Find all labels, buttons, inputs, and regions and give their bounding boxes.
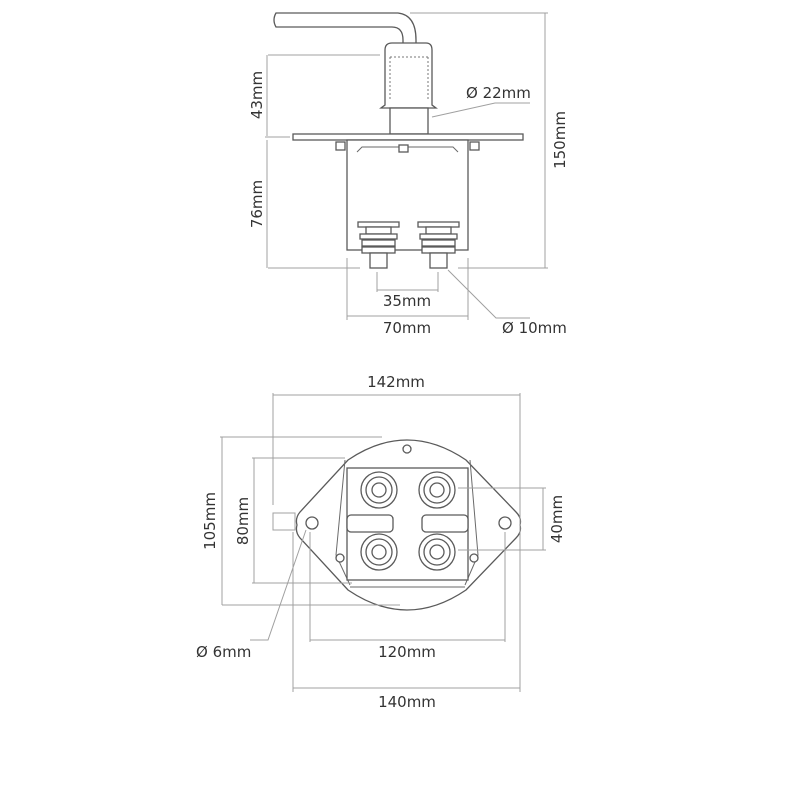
- leader-22: [431, 102, 530, 118]
- label-43mm: 43mm: [248, 71, 266, 119]
- label-140mm: 140mm: [378, 693, 436, 711]
- label-80mm: 80mm: [234, 497, 252, 545]
- terminal: [360, 471, 398, 509]
- screw: [335, 553, 345, 563]
- label-76mm: 76mm: [248, 180, 266, 228]
- shaft: [389, 107, 429, 135]
- slot: [346, 514, 394, 533]
- terminal: [418, 471, 456, 509]
- label-40mm: 40mm: [548, 495, 566, 543]
- handle: [273, 12, 417, 46]
- bolt: [469, 141, 480, 151]
- terminal: [418, 533, 456, 571]
- label-6mm: Ø 6mm: [196, 643, 251, 661]
- mounting-hole: [498, 516, 512, 530]
- label-120mm: 120mm: [378, 643, 436, 661]
- label-10mm: Ø 10mm: [502, 319, 567, 337]
- label-35mm: 35mm: [383, 292, 431, 310]
- mounting-plate: [292, 133, 524, 141]
- mounting-hole: [305, 516, 319, 530]
- bolt: [335, 141, 346, 151]
- top-view: 142mm 105mm 80mm 40mm 120mm 140mm Ø 6mm: [196, 373, 566, 711]
- label-105mm: 105mm: [201, 492, 219, 550]
- label-70mm: 70mm: [383, 319, 431, 337]
- terminal-left: [357, 221, 400, 269]
- side-view: 43mm 76mm 150mm Ø 22mm 35mm 70mm Ø 10mm: [248, 12, 569, 337]
- terminal-right: [417, 221, 460, 269]
- bolt: [398, 144, 409, 153]
- label-150mm: 150mm: [551, 111, 569, 169]
- leader-10: [447, 269, 530, 319]
- slot: [421, 514, 469, 533]
- leader-6: [250, 529, 307, 641]
- screw: [402, 444, 412, 454]
- knob: [379, 42, 438, 109]
- terminal: [360, 533, 398, 571]
- label-22mm: Ø 22mm: [466, 84, 531, 102]
- label-142mm: 142mm: [367, 373, 425, 391]
- screw: [469, 553, 479, 563]
